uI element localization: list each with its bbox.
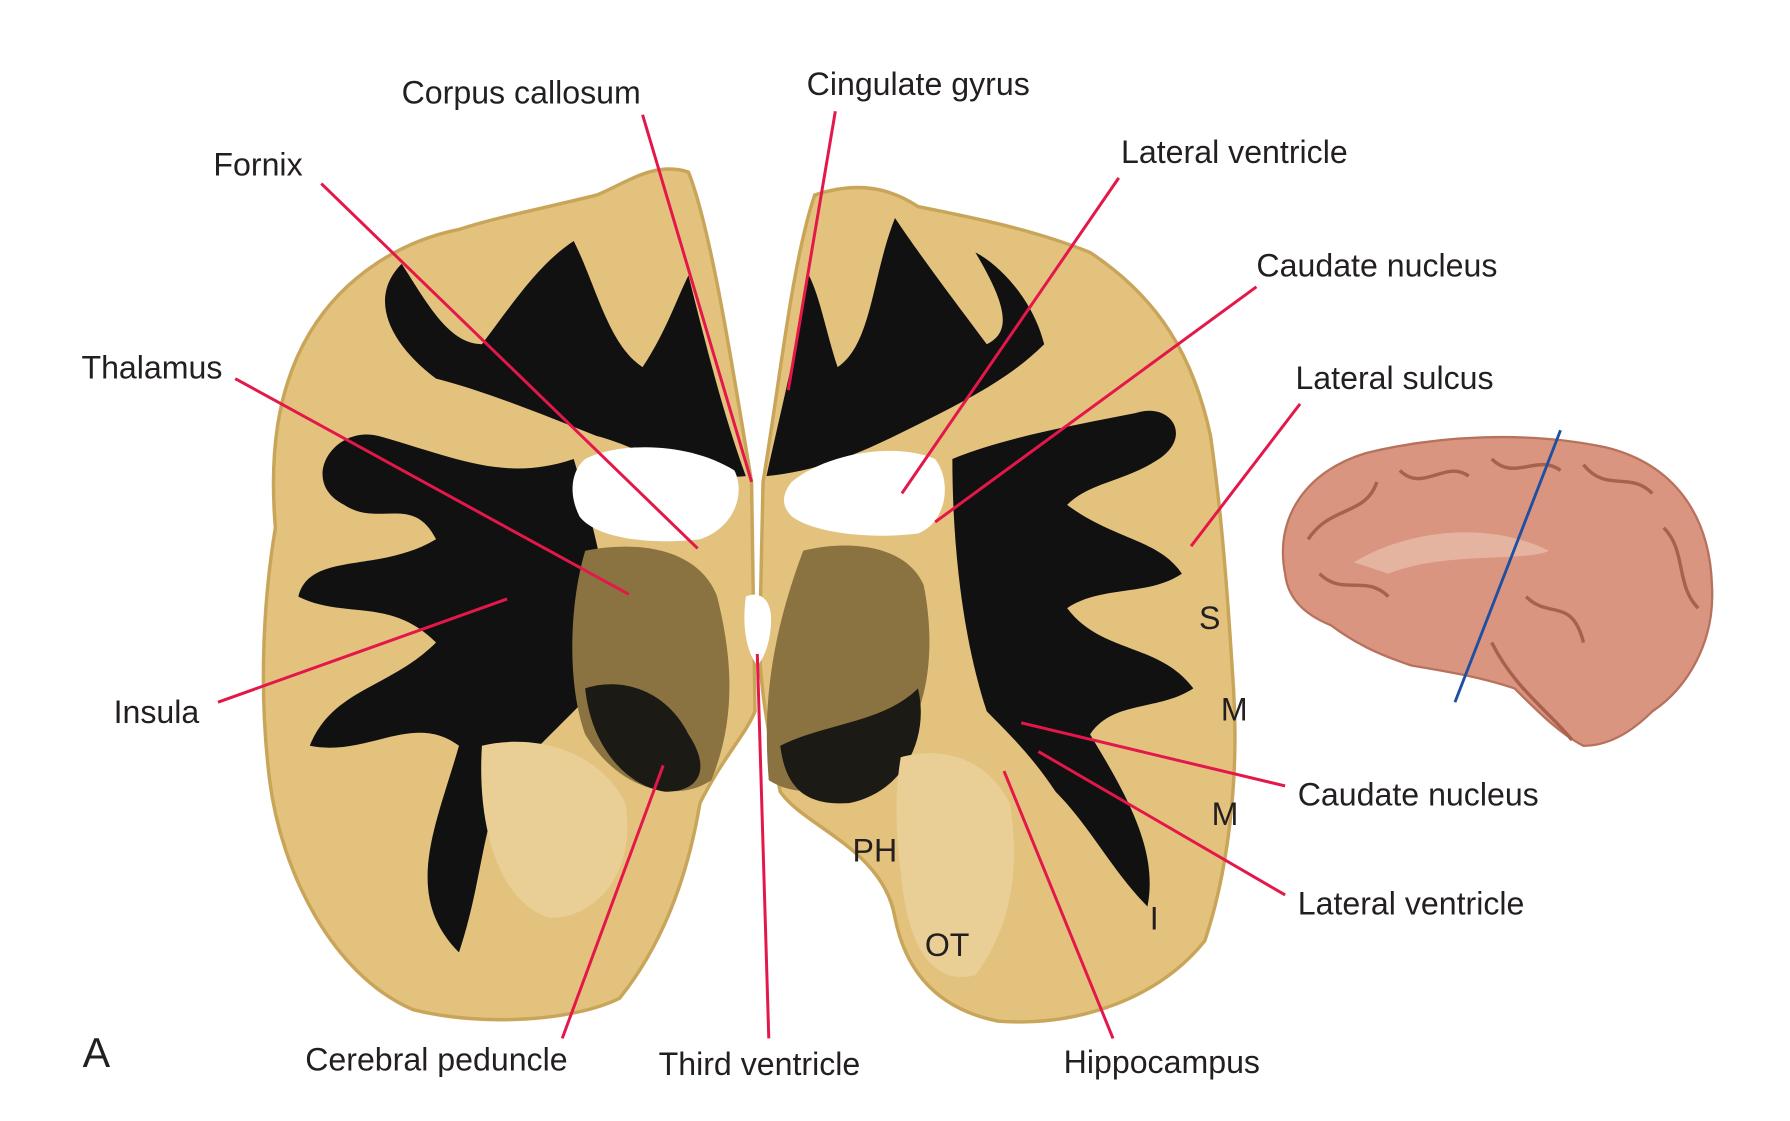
label-cerebral-peduncle: Cerebral peduncle (305, 1042, 567, 1078)
abbrev-m-lower: M (1212, 796, 1239, 832)
leader-lateral-sulcus (1189, 402, 1302, 548)
label-corpus-callosum: Corpus callosum (402, 74, 641, 110)
coronal-section-image (261, 167, 1237, 1024)
leader-insula (217, 597, 508, 704)
sagittal-brain-model-inset (1281, 429, 1714, 747)
label-caudate-nucleus-bottom: Caudate nucleus (1298, 776, 1539, 812)
leader-corpus-callosum (641, 114, 754, 483)
abbrev-m-upper: M (1221, 692, 1248, 728)
right-cerebral-peduncle-region (780, 688, 921, 804)
abbrev-ot: OT (925, 927, 970, 963)
brain-model-gyri (1306, 457, 1700, 742)
abbrev-s: S (1199, 600, 1220, 636)
label-hippocampus: Hippocampus (1064, 1044, 1260, 1080)
label-lateral-ventricle-bottom: Lateral ventricle (1298, 885, 1525, 921)
abbrev-i: I (1150, 900, 1159, 936)
abbrev-ph: PH (853, 833, 898, 869)
figure-letter: A (83, 1030, 111, 1076)
leader-caudate-nucleus-bottom (1020, 721, 1286, 788)
right-temporal-hippocampus (896, 753, 1015, 978)
right-ventricle-space (783, 450, 945, 536)
leader-lines (217, 111, 1302, 1039)
label-lateral-ventricle-top: Lateral ventricle (1121, 134, 1348, 170)
left-temporal-lobe (481, 741, 628, 918)
leader-lateral-ventricle-bottom (1037, 750, 1286, 897)
left-cerebral-peduncle-region (585, 684, 701, 792)
label-cingulate-gyrus: Cingulate gyrus (807, 66, 1030, 102)
leader-fornix (320, 182, 699, 550)
label-fornix: Fornix (213, 147, 302, 183)
leader-thalamus (234, 377, 630, 596)
label-third-ventricle: Third ventricle (659, 1046, 861, 1082)
leader-third-ventricle (755, 653, 771, 1039)
third-ventricle-space (744, 594, 772, 666)
corpus-callosum-model (1353, 532, 1550, 574)
leader-cingulate-gyrus (786, 111, 837, 391)
right-hemisphere-white-matter (766, 218, 1194, 907)
left-hemisphere-white-matter (298, 240, 746, 953)
leader-cerebral-peduncle (560, 764, 665, 1039)
label-lateral-sulcus: Lateral sulcus (1295, 360, 1493, 396)
label-caudate-nucleus-top: Caudate nucleus (1256, 248, 1497, 284)
labels: Corpus callosum Cingulate gyrus Fornix L… (81, 66, 1538, 1082)
left-ventricle-space (572, 447, 739, 542)
leader-caudate-nucleus-top (934, 285, 1258, 524)
label-insula: Insula (114, 694, 200, 730)
leader-lateral-ventricle-top (900, 177, 1120, 495)
label-thalamus: Thalamus (81, 350, 222, 386)
leader-hippocampus (1002, 770, 1115, 1039)
section-plane-line (1453, 429, 1562, 703)
